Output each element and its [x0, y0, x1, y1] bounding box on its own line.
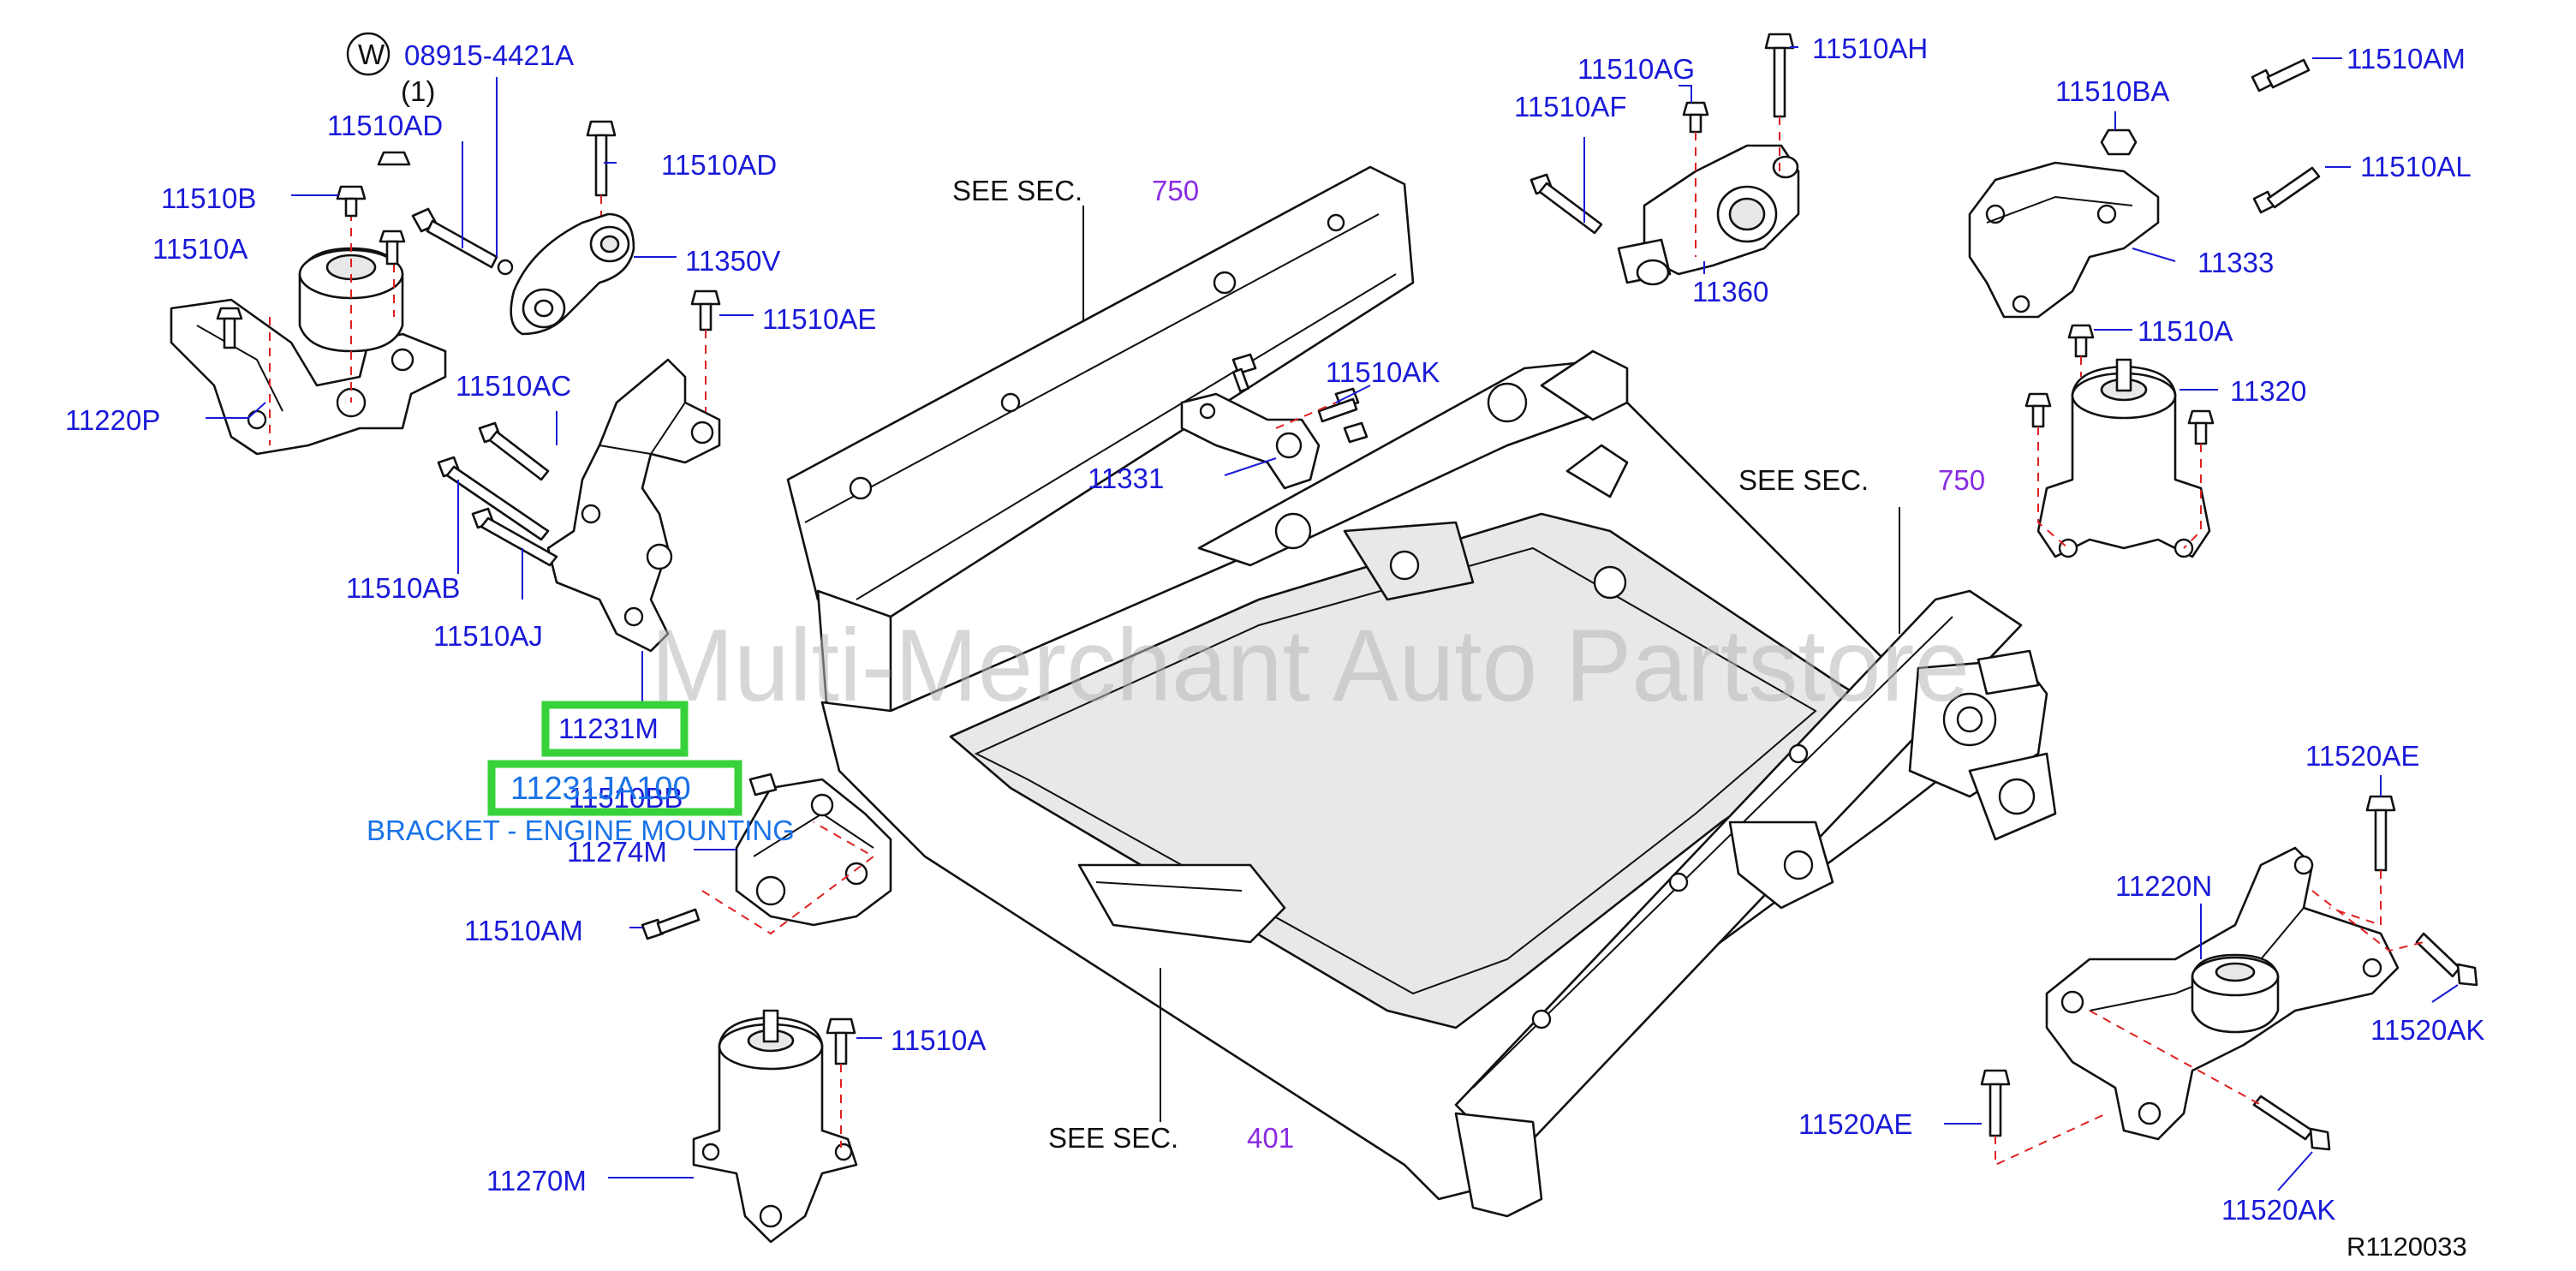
highlight-box-11231JA100: [487, 760, 742, 816]
part-11220P-bracket: [170, 298, 447, 456]
section-750-top[interactable]: 750: [1152, 175, 1199, 206]
bolt-11510AJ: [471, 507, 558, 567]
label-11510AD-upper: 11510AD: [327, 110, 443, 141]
front-suspension-member: [786, 165, 2057, 1218]
washer-w-letter: W: [358, 39, 385, 70]
part-11270M-insulator: [692, 1009, 858, 1244]
bolt-small-top: [379, 230, 406, 266]
label-11510AD-right: 11510AD: [661, 149, 777, 181]
bolts-11510AK: [1317, 387, 1368, 444]
section-750-middle[interactable]: 750: [1938, 464, 1985, 496]
bolt-11510BB: [748, 773, 778, 797]
label-11510AM-right: 11510AM: [2346, 43, 2466, 75]
label-11520AE-top: 11520AE: [2305, 740, 2419, 772]
label-11220N: 11220N: [2115, 870, 2212, 902]
label-11510BA: 11510BA: [2055, 75, 2169, 107]
label-11274M: 11274M: [567, 836, 667, 868]
bolt-11510AC: [478, 421, 550, 481]
leader-lines: [206, 46, 2459, 1191]
label-11510AG: 11510AG: [1577, 53, 1695, 85]
label-11510B: 11510B: [161, 182, 256, 214]
label-11510A-bottom: 11510A: [891, 1024, 986, 1056]
part-11360-mount: [1617, 144, 1800, 286]
label-11510AF: 11510AF: [1514, 91, 1626, 122]
bolt-11331-top: [1231, 353, 1257, 393]
washer-w-circle-icon: [346, 32, 391, 76]
label-11510BB: 11510BB: [569, 782, 683, 814]
nut-11510AD: [377, 151, 411, 166]
label-11520AK-bottom: 11520AK: [2221, 1194, 2335, 1226]
label-11510AE: 11510AE: [762, 303, 876, 335]
part-11220N-insulator: [2191, 953, 2280, 1034]
bracket-engine-mounting-caption: BRACKET - ENGINE MOUNTING: [367, 815, 795, 846]
section-401[interactable]: 401: [1247, 1122, 1294, 1154]
label-11350V: 11350V: [685, 245, 780, 277]
bolt-11510A-left: [216, 307, 243, 349]
bolt-11510A-bottom: [826, 1017, 856, 1065]
bolt-11510AE: [690, 289, 721, 331]
label-qty-1: (1): [401, 75, 435, 107]
see-sec-label-bottom: SEE SEC.: [1048, 1122, 1178, 1154]
bolt-11320-side-right: [2187, 409, 2215, 445]
bolt-11320-side-left: [2024, 392, 2052, 428]
bolt-11510A-right: [2067, 324, 2095, 358]
bolt-11510AM-right: [2251, 58, 2311, 92]
label-11510AM-left: 11510AM: [464, 915, 583, 946]
label-11520AK-right: 11520AK: [2370, 1014, 2484, 1046]
bolt-11520AE-bottom: [1980, 1069, 2011, 1137]
label-11510AC: 11510AC: [456, 370, 571, 402]
part-11320-insulator: [2036, 358, 2211, 558]
label-11510AK: 11510AK: [1326, 356, 1440, 388]
bolt-11510AH: [1764, 33, 1795, 118]
bolt-11510B: [336, 185, 367, 218]
bolt-11520AE-top: [2365, 795, 2396, 872]
label-11333: 11333: [2197, 247, 2274, 278]
bolt-11510AG: [1682, 101, 1709, 134]
part-11231M-bracket: [546, 358, 721, 653]
label-11510AJ: 11510AJ: [433, 620, 543, 652]
part-labels: W 08915-4421A (1) 11510AD 11510AD 11510B…: [65, 32, 2484, 1262]
bolt-11510AF: [1530, 173, 1603, 235]
label-11320: 11320: [2230, 375, 2306, 407]
bolt-11510AL: [2252, 166, 2321, 214]
see-sec-label-top: SEE SEC.: [952, 175, 1082, 206]
part-11350V-torque-rod: [510, 212, 635, 336]
bolt-11520AK-right: [2415, 932, 2478, 987]
part-11274M-mount: [735, 778, 892, 927]
label-11231JA100[interactable]: 11231JA100: [510, 771, 691, 807]
label-11510AB: 11510AB: [346, 572, 460, 604]
nut-11510BA: [2100, 128, 2138, 156]
bolt-11510AM-left: [641, 908, 701, 940]
label-11510A-right: 11510A: [2138, 315, 2233, 347]
label-11231M[interactable]: 11231M: [558, 713, 659, 744]
label-11220P: 11220P: [65, 404, 160, 436]
bolt-11510AD-vertical: [586, 120, 617, 197]
watermark-text: Multi-Merchant Auto Partstore: [651, 608, 1970, 723]
highlight-box-11231M: [541, 701, 689, 757]
part-11331-bracket: [1180, 392, 1321, 490]
label-08915-4421A: 08915-4421A: [404, 39, 574, 71]
label-11360: 11360: [1692, 276, 1768, 307]
part-11333-bracket: [1968, 161, 2160, 319]
label-11520AE-bottom: 11520AE: [1798, 1108, 1912, 1140]
label-11331: 11331: [1088, 462, 1164, 494]
label-11510AH: 11510AH: [1812, 33, 1928, 64]
diagram-reference-code: R1120033: [2346, 1232, 2467, 1262]
bolt-11520AK-bottom: [2252, 1095, 2331, 1151]
label-11270M: 11270M: [486, 1165, 587, 1196]
label-11510A-left: 11510A: [152, 233, 247, 265]
label-11510AL: 11510AL: [2360, 151, 2472, 182]
see-sec-label-middle: SEE SEC.: [1738, 464, 1869, 496]
bolt-11510AB: [437, 456, 550, 541]
